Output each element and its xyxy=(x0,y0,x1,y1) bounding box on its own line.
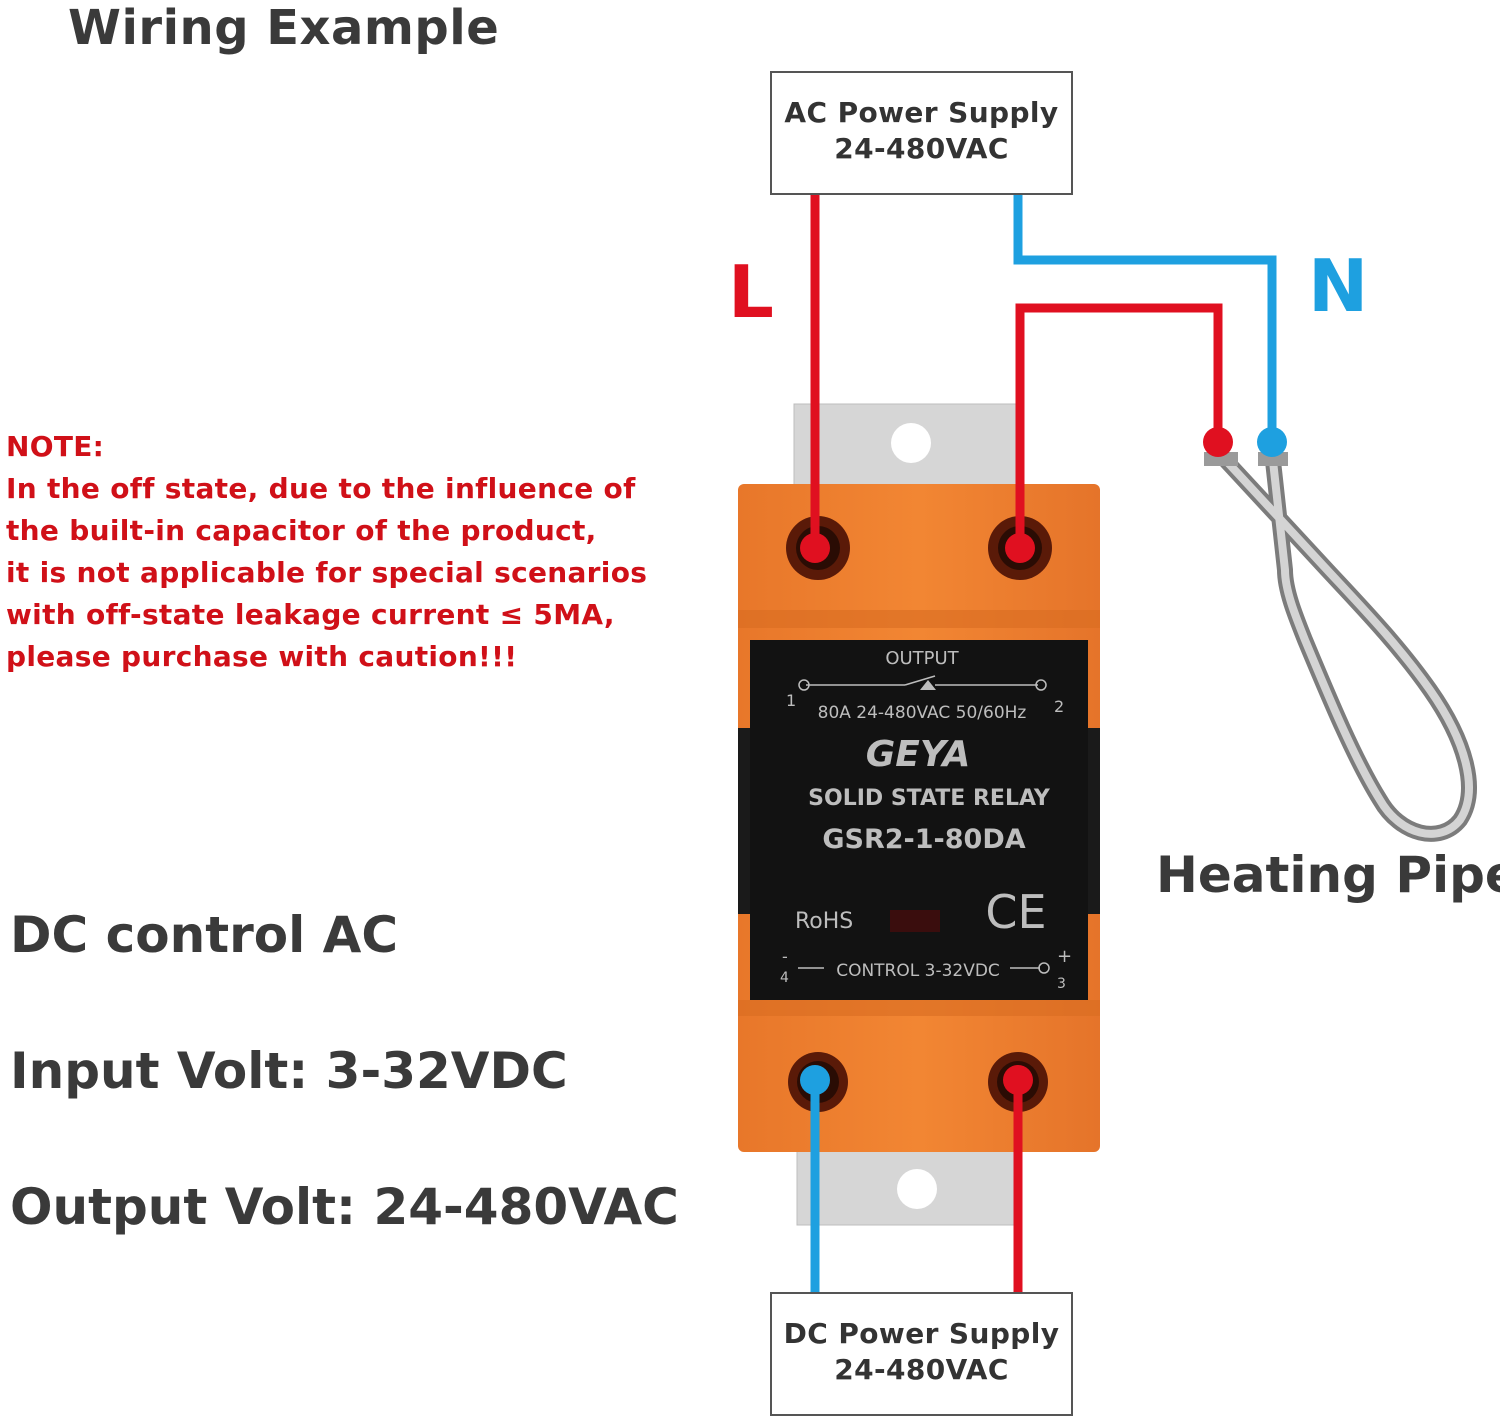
heating-pipe xyxy=(1204,444,1477,842)
relay-output-rating: 80A 24-480VAC 50/60Hz xyxy=(818,703,1027,723)
relay-faceplate: OUTPUT 1 2 80A 24-480VAC 50/60Hz GEYA SO… xyxy=(750,640,1088,1000)
input-voltage-label: Input Volt: 3-32VDC xyxy=(10,1042,568,1100)
plus-sign: + xyxy=(1057,946,1072,967)
connection-dots xyxy=(800,427,1287,1095)
neutral-wire xyxy=(1013,195,1277,442)
brand-logo: GEYA xyxy=(866,734,971,775)
terminal-3-label: 3 xyxy=(1057,976,1066,992)
status-led xyxy=(890,910,940,932)
ce-mark: CE xyxy=(985,885,1046,939)
ac-supply-voltage: 24-480VAC xyxy=(834,132,1009,165)
terminal-2-label: 2 xyxy=(1054,697,1064,716)
relay-model: GSR2-1-80DA xyxy=(822,824,1025,855)
rohs-mark: RoHS xyxy=(795,909,853,934)
heating-pipe-label: Heating Pipe xyxy=(1156,846,1500,904)
live-label: L xyxy=(728,250,774,334)
terminal-4-label: 4 xyxy=(780,970,789,986)
relay-control-label: CONTROL 3-32VDC xyxy=(836,961,1000,981)
note-line: please purchase with caution!!! xyxy=(6,640,518,673)
output-switch-blade xyxy=(904,675,936,686)
note-line: it is not applicable for special scenari… xyxy=(6,556,648,589)
relay-product-name: SOLID STATE RELAY xyxy=(808,786,1051,811)
note-line: In the off state, due to the influence o… xyxy=(6,472,636,505)
minus-sign: - xyxy=(782,947,788,966)
dc-power-supply-box: DC Power Supply 24-480VAC xyxy=(770,1292,1073,1416)
live-wire-load xyxy=(1015,303,1223,548)
neutral-label: N xyxy=(1308,244,1369,328)
mount-hole-bottom xyxy=(897,1169,937,1209)
relay-output-label: OUTPUT xyxy=(885,648,959,669)
output-switch-triangle xyxy=(920,680,936,690)
control-mode-label: DC control AC xyxy=(10,906,399,964)
mount-hole-top xyxy=(891,423,931,463)
output-voltage-label: Output Volt: 24-480VAC xyxy=(10,1178,679,1236)
dc-supply-title: DC Power Supply xyxy=(783,1317,1060,1350)
terminal-1-label: 1 xyxy=(786,691,796,710)
dc-supply-voltage: 24-480VAC xyxy=(834,1353,1009,1386)
ac-supply-title: AC Power Supply xyxy=(784,96,1059,129)
wires xyxy=(810,195,1277,1292)
page-title: Wiring Example xyxy=(68,0,500,56)
note-line: with off-state leakage current ≤ 5MA, xyxy=(6,598,615,631)
caution-note: NOTE: In the off state, due to the influ… xyxy=(6,426,647,678)
ac-power-supply-box: AC Power Supply 24-480VAC xyxy=(770,71,1073,195)
note-line: the built-in capacitor of the product, xyxy=(6,514,597,547)
mounting-bracket xyxy=(793,403,1020,1226)
note-line: NOTE: xyxy=(6,430,105,463)
